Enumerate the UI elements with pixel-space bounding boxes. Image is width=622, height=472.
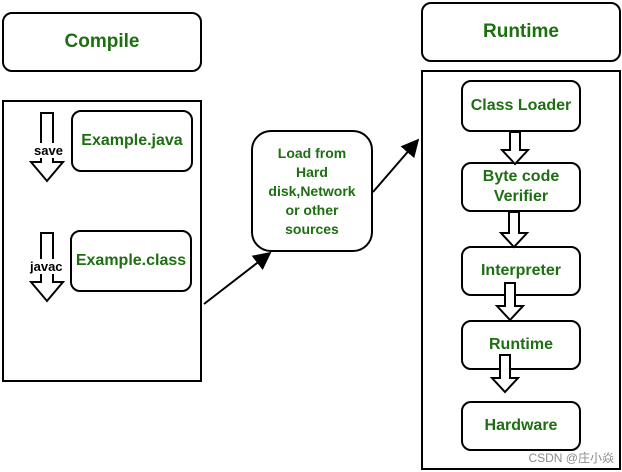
bytecode-verifier-line: Byte code bbox=[482, 168, 560, 185]
load-sources-box: Load from Hard disk,Network or other sou… bbox=[251, 130, 373, 252]
load-line: or other bbox=[285, 201, 339, 218]
example-class-box: Example.class bbox=[70, 230, 192, 292]
hardware-label: Hardware bbox=[484, 417, 558, 434]
bytecode-verifier-line: Verifier bbox=[493, 188, 549, 205]
save-label: save bbox=[33, 143, 64, 158]
javac-label: javac bbox=[29, 259, 64, 274]
interpreter-to-runtime-arrow bbox=[494, 282, 526, 322]
runtime-step-label: Runtime bbox=[489, 336, 553, 353]
verifier-to-interpreter-arrow bbox=[498, 211, 530, 249]
example-java-box: Example.java bbox=[71, 110, 193, 172]
load-line: disk,Network bbox=[268, 182, 356, 199]
bytecode-verifier-label: Byte code Verifier bbox=[483, 167, 559, 207]
load-line: sources bbox=[285, 220, 339, 237]
runtime-to-hardware-arrow bbox=[489, 354, 521, 394]
interpreter-box: Interpreter bbox=[461, 246, 581, 296]
compile-to-load-arrow bbox=[203, 251, 272, 305]
load-line: Load from bbox=[277, 144, 347, 161]
class-loader-box: Class Loader bbox=[461, 80, 581, 132]
compile-header-box: Compile bbox=[2, 12, 202, 72]
load-to-runtime-arrow bbox=[372, 138, 420, 193]
compile-header: Compile bbox=[64, 31, 140, 52]
example-class-label: Example.class bbox=[75, 252, 187, 269]
load-line: Hard bbox=[296, 163, 328, 180]
loader-to-verifier-arrow bbox=[499, 131, 531, 166]
runtime-header-box: Runtime bbox=[421, 2, 621, 62]
hardware-box: Hardware bbox=[461, 401, 581, 451]
watermark: CSDN @庄小焱 bbox=[528, 451, 614, 465]
interpreter-label: Interpreter bbox=[480, 262, 562, 279]
runtime-header: Runtime bbox=[483, 21, 559, 42]
runtime-step-box: Runtime bbox=[461, 320, 581, 370]
class-loader-label: Class Loader bbox=[470, 97, 572, 114]
example-java-label: Example.java bbox=[81, 132, 183, 149]
load-sources-text: Load from Hard disk,Network or other sou… bbox=[268, 144, 355, 239]
bytecode-verifier-box: Byte code Verifier bbox=[461, 162, 581, 212]
